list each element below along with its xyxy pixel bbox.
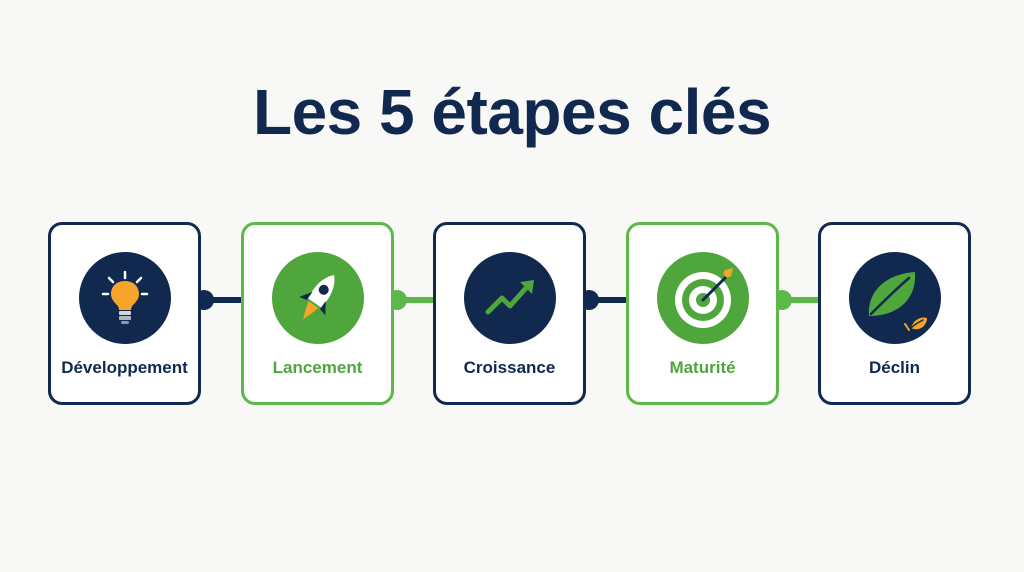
stage-label: Déclin [868, 358, 921, 377]
stage-label: Développement [61, 358, 188, 377]
lightbulb-icon [78, 252, 171, 344]
target-icon [656, 252, 749, 344]
falling-leaf-icon [848, 252, 941, 344]
stage-card-lancement: Lancement [241, 222, 394, 405]
stage-card-maturite: Maturité [626, 222, 779, 405]
stage-card-croissance: Croissance [433, 222, 586, 405]
growth-chart-icon [463, 252, 556, 344]
stage-label: Lancement [272, 358, 363, 377]
stage-card-declin: Déclin [818, 222, 971, 405]
stage-label: Croissance [463, 358, 556, 377]
stage-label: Maturité [669, 358, 736, 377]
page-title: Les 5 étapes clés [252, 76, 772, 148]
rocket-icon [271, 252, 364, 344]
stage-card-developpement: Développement [48, 222, 201, 405]
